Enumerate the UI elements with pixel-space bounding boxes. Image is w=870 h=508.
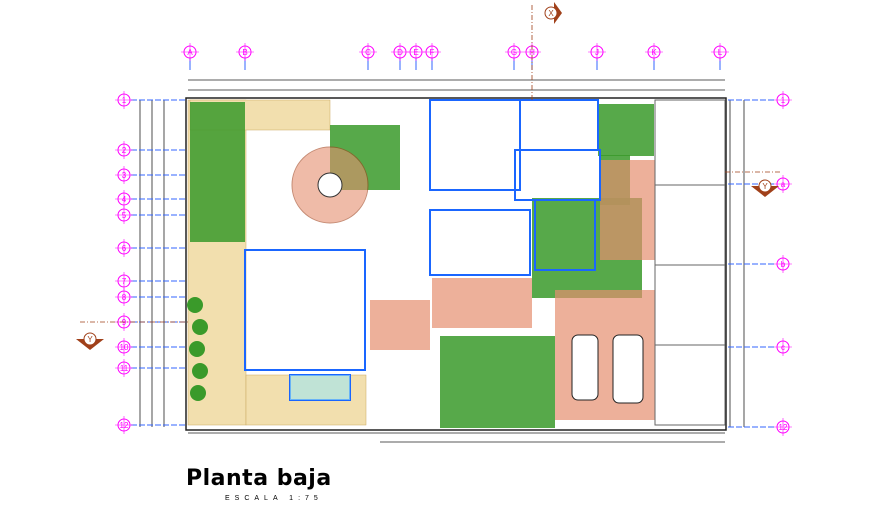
column-axis-D: D: [391, 43, 409, 61]
row-axis-left-12: 12: [115, 416, 133, 434]
axis-label: D: [397, 48, 403, 57]
axis-label: 11: [120, 364, 129, 373]
row-axis-left-5: 5: [115, 206, 133, 224]
brick-paving: [370, 300, 430, 350]
axis-label: E: [413, 48, 418, 57]
row-axis-left-10: 10: [115, 338, 133, 356]
row-axis-left-2: 2: [115, 141, 133, 159]
axis-label: J: [595, 48, 599, 57]
section-marker-y-right: Y: [751, 179, 779, 197]
axis-label: 1: [122, 96, 127, 105]
axis-label: G: [511, 48, 517, 57]
column-axis-L: L: [711, 43, 729, 61]
axis-label: 2: [122, 146, 127, 155]
tree: [192, 319, 208, 335]
car: [612, 334, 644, 404]
row-axis-left-6: 6: [115, 239, 133, 257]
column-axis-K: K: [645, 43, 663, 61]
section-arrow: [554, 2, 562, 24]
tree: [192, 363, 208, 379]
column-axis-G: G: [505, 43, 523, 61]
stair-core: [317, 172, 343, 198]
axis-label: K: [651, 48, 657, 57]
garden-area: [190, 102, 245, 242]
axis-label: 1: [781, 96, 786, 105]
section-markers: X Y Y: [76, 2, 782, 350]
section-label: Y: [762, 182, 768, 191]
column-axis-J: J: [588, 43, 606, 61]
row-axis-left-8: 8: [115, 288, 133, 306]
row-axis-right-1: 1: [774, 91, 792, 109]
row-axis-right-a: a: [774, 175, 792, 193]
tree: [187, 297, 203, 313]
garden-area: [440, 336, 555, 428]
brick-paving: [600, 160, 655, 260]
pool: [290, 375, 350, 400]
axis-label: 6: [122, 244, 127, 253]
row-axis-right-12: 12: [774, 418, 792, 436]
axis-label: 3: [122, 171, 127, 180]
row-axis-left-3: 3: [115, 166, 133, 184]
axis-label: 7: [122, 277, 127, 286]
axis-label: b: [781, 260, 786, 269]
axis-label: A: [187, 48, 193, 57]
room-wall: [534, 199, 596, 271]
scale-label: ESCALA 1:75: [225, 495, 323, 502]
axis-label: L: [718, 48, 723, 57]
axis-label: 10: [120, 343, 129, 352]
tree: [190, 385, 206, 401]
section-label: Y: [87, 335, 93, 344]
room-wall: [429, 209, 531, 276]
section-marker-x: X: [544, 2, 562, 24]
row-axis-left-11: 11: [115, 359, 133, 377]
row-axis-left-7: 7: [115, 272, 133, 290]
column-axis-B: B: [236, 43, 254, 61]
tree: [189, 341, 205, 357]
column-axis-C: C: [359, 43, 377, 61]
section-marker-y-left: Y: [76, 332, 104, 350]
plan-zones: [185, 97, 727, 431]
car: [571, 334, 599, 401]
axis-label: 4: [122, 195, 127, 204]
side-room: [654, 344, 726, 426]
row-axis-left-4: 4: [115, 190, 133, 208]
column-axis-A: A: [181, 43, 199, 61]
garden-area: [598, 104, 654, 156]
room-wall: [244, 249, 366, 371]
brick-paving: [432, 278, 532, 328]
column-axis-E: E: [407, 43, 425, 61]
axis-label: 8: [122, 293, 127, 302]
section-bubble: [758, 179, 772, 193]
axis-label: B: [242, 48, 247, 57]
section-bubble: [544, 6, 558, 20]
axis-label: a: [781, 180, 786, 189]
row-axis-left-1: 1: [115, 91, 133, 109]
axis-label: F: [430, 48, 435, 57]
axis-label: 5: [122, 211, 127, 220]
section-label: X: [548, 9, 554, 18]
drawing-title: Planta baja: [186, 466, 332, 491]
row-axis-right-c: c: [774, 338, 792, 356]
section-bubble: [83, 332, 97, 346]
axis-label: 12: [779, 423, 788, 432]
axis-label: C: [365, 48, 371, 57]
axis-label: 12: [120, 421, 129, 430]
column-axis-F: F: [423, 43, 441, 61]
axis-label: 9: [122, 318, 127, 327]
row-axis-right-b: b: [774, 255, 792, 273]
axis-label: c: [781, 343, 785, 352]
